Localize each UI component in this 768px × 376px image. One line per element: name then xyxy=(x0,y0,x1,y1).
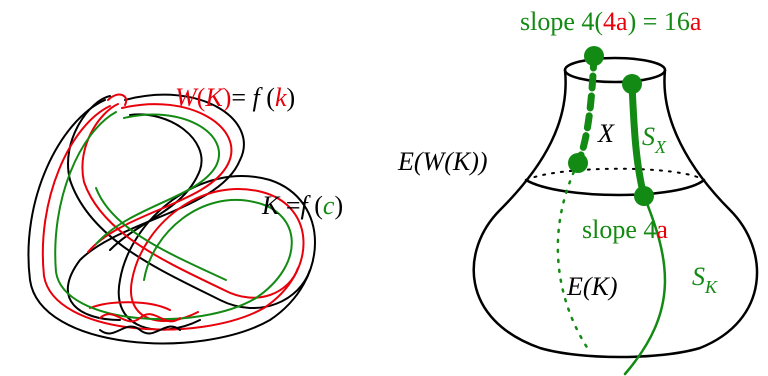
trefoil-satellite-figure: W(K)= f (k) K =f (c) xyxy=(27,83,343,345)
S-X-label: SX xyxy=(642,122,667,157)
E-K-label: E(K) xyxy=(566,272,618,301)
top-slope-label: slope 4(4a) = 16a xyxy=(520,7,702,36)
pattern-equation-label: K =f (c) xyxy=(261,191,343,220)
top-boundary-ellipse xyxy=(563,56,667,84)
S-K-label: SK xyxy=(692,262,718,297)
knot-exterior-figure: slope 4(4a) = 16a E(W(K)) X SX slope 4a … xyxy=(397,7,759,376)
satellite-equation-label: W(K)= f (k) xyxy=(175,83,295,112)
twist-region xyxy=(99,93,181,335)
back-dotted-curve xyxy=(556,161,592,354)
top-right-dot xyxy=(622,74,642,94)
surface-S-X xyxy=(628,80,648,200)
surface-S-K xyxy=(623,194,667,376)
knot-boundary-strands xyxy=(27,93,316,345)
top-slope-dot xyxy=(584,46,604,66)
exterior-W-K-label: E(W(K)) xyxy=(397,147,488,176)
vase-outline xyxy=(472,68,759,359)
mid-slope-dot xyxy=(634,186,654,206)
torus-back-curve xyxy=(525,167,705,181)
mid-slope-label: slope 4a xyxy=(582,215,668,244)
annulus-X-dashed xyxy=(574,52,598,167)
torus-front-curve xyxy=(524,178,706,197)
X-label: X xyxy=(597,119,615,148)
satellite-green-strands xyxy=(54,111,293,321)
X-endpoint-dot xyxy=(568,153,588,173)
